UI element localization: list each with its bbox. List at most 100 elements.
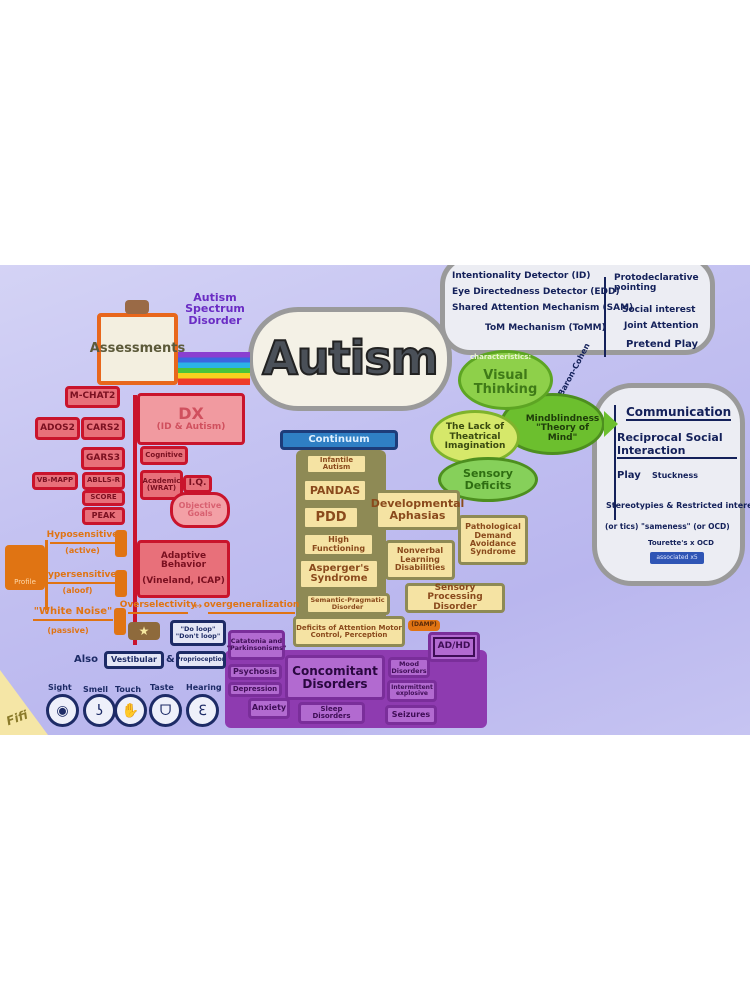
adaptive-title: Adaptive Behavior: [160, 550, 207, 571]
star-icon: ★: [128, 622, 160, 640]
continuum-high-functioning: High Functioning: [302, 532, 375, 557]
iq-box: I.Q.: [183, 475, 212, 493]
asd-label: Autism Spectrum Disorder: [185, 290, 245, 327]
sense-label-taste: Taste: [150, 683, 174, 692]
proprioception-box: Proprioception: [176, 651, 226, 669]
tourettes-text: Tourette's x OCD: [648, 539, 714, 547]
dx-subtitle: (ID & Autism): [156, 421, 226, 432]
cognitive-box: Cognitive: [140, 446, 188, 465]
depression-box: Depression: [228, 682, 282, 697]
rainbow: [178, 352, 250, 385]
psychosis-box: Psychosis: [228, 664, 282, 680]
hyposensitive-sub: (active): [65, 545, 100, 555]
academic-box: Academic (WRAT): [140, 470, 183, 500]
social-interest-text: Social interest: [622, 305, 696, 315]
stuckness-text: Stuckness: [652, 471, 698, 480]
damp-text: Deficits of Attention Motor Control, Per…: [296, 623, 402, 639]
tool-ablls: ABLLS-R: [82, 472, 125, 490]
protodeclarative-text: Protodeclarative pointing: [614, 273, 699, 293]
pretend-play-text: Pretend Play: [626, 339, 699, 350]
ampersand-text: &: [166, 654, 175, 665]
white-noise-label: "White Noise": [33, 605, 113, 621]
continuum-infantile-autism: Infantile Autism: [305, 453, 368, 475]
loop-box: "Do loop" "Don't loop": [170, 620, 226, 646]
nose-icon: ʖ: [83, 694, 116, 727]
hyposensitive-label: Hyposensitive: [47, 530, 118, 544]
dont-loop-text: "Don't loop": [175, 632, 221, 640]
catatonia-box: Catatonia and "Parkinsonisms": [227, 630, 286, 660]
adhd-box: AD/HD: [428, 632, 480, 662]
associated-badge: associated x5: [650, 552, 704, 564]
intermittent-explosive-box: Intermittent explosive: [387, 680, 437, 702]
tomm-text: ToM Mechanism (ToMM): [485, 323, 606, 333]
id-text: Intentionality Detector (ID): [452, 271, 591, 281]
sense-label-smell: Smell: [83, 685, 109, 694]
sam-text: Shared Attention Mechanism (SAM): [452, 303, 634, 313]
vestibular-box: Vestibular: [104, 651, 164, 669]
dx-title: DX: [178, 403, 204, 423]
edd-text: Eye Directedness Detector (EDD): [452, 287, 620, 297]
tool-peak: PEAK: [82, 507, 125, 525]
continuum-pdd: PDD: [302, 505, 360, 530]
sleep-disorders-box: Sleep Disorders: [298, 702, 365, 724]
hypersensitive-label: Hypersensitive: [40, 570, 117, 584]
reciprocal-social-text: Reciprocal Social Interaction: [617, 431, 737, 459]
pda-syndrome-box: Pathological Demand Avoidance Syndrome: [458, 515, 528, 565]
developmental-aphasias-box: Developmental Aphasias: [371, 490, 464, 530]
also-text: Also: [74, 654, 98, 665]
white-noise-sub: (passive): [47, 625, 89, 635]
joint-attention-text: Joint Attention: [624, 321, 699, 331]
nonverbal-learning-box: Nonverbal Learning Disabilities: [385, 540, 455, 580]
triad-line: [614, 405, 616, 520]
assessments-stem: [133, 395, 137, 645]
communication-text: Communication: [626, 405, 732, 421]
play-text: Play: [617, 470, 641, 481]
tool-cars2: CARS2: [81, 417, 125, 440]
sensory-processing-box: Sensory Processing Disorder: [405, 583, 505, 613]
characteristics-label: characteristics:: [470, 353, 532, 361]
do-loop-text: "Do loop": [180, 625, 216, 634]
visual-thinking-bubble: Visual Thinking: [458, 350, 553, 410]
sameness-text: (or tics) "sameness" (or OCD): [605, 522, 730, 531]
stereotypies-text: Stereotypies & Restricted interests: [606, 501, 750, 510]
continuum-damp: Deficits of Attention Motor Control, Per…: [293, 616, 405, 647]
eye-icon: ◉: [46, 694, 79, 727]
sense-label-touch: Touch: [115, 685, 142, 694]
sense-label-sight: Sight: [48, 683, 72, 692]
arrow-icon: [604, 411, 618, 437]
concomitant-title: Concomitant Disorders: [285, 655, 385, 700]
autism-mind-map: Intentionality Detector (ID) Eye Directe…: [0, 265, 750, 735]
profile-icon: Profile: [5, 545, 45, 590]
tongue-icon: ᗜ: [149, 694, 182, 727]
tool-vbmapp: VB-MAPP: [32, 472, 78, 490]
autism-title: Autism: [261, 330, 439, 385]
double-arrow-icon: ↔: [193, 600, 203, 612]
overselectivity-text: Overselectivity: [120, 600, 196, 614]
mood-disorders-box: Mood Disorders: [388, 657, 430, 678]
baron-cohen-cloud: [440, 265, 715, 355]
damp-badge: (DAMP): [408, 620, 440, 631]
tool-ados2: ADOS2: [35, 417, 80, 440]
face-icon: [115, 530, 127, 557]
tool-gars3: GARS3: [81, 447, 125, 470]
signature-corner: [0, 670, 48, 735]
sense-label-hearing: Hearing: [186, 683, 222, 692]
autism-cloud: [248, 307, 452, 411]
hand-icon: ✋: [114, 694, 147, 727]
adaptive-behavior-box: Adaptive Behavior (Vineland, ICAP): [137, 540, 230, 598]
ear-icon: ℇ: [186, 694, 219, 727]
theatrical-imagination-bubble: The Lack of Theatrical Imagination: [430, 410, 520, 465]
assessments-clipboard: Assessments: [90, 313, 185, 385]
overgeneralization-text: overgeneralization: [204, 600, 299, 614]
dx-box: DX (ID & Autism): [137, 393, 245, 445]
continuum-pandas: PANDAS: [302, 478, 368, 503]
clip-icon: [125, 300, 149, 314]
adaptive-subtitle: (Vineland, ICAP): [142, 575, 225, 586]
face-icon: [115, 570, 127, 597]
seizures-box: Seizures: [385, 705, 437, 725]
tool-mchat2: M-CHAT2: [65, 386, 120, 408]
continuum-sign: Continuum: [280, 430, 398, 450]
continuum-aspergers: Asperger's Syndrome: [298, 558, 380, 590]
face-icon: [114, 608, 126, 635]
hypersensitive-sub: (aloof): [62, 585, 93, 595]
